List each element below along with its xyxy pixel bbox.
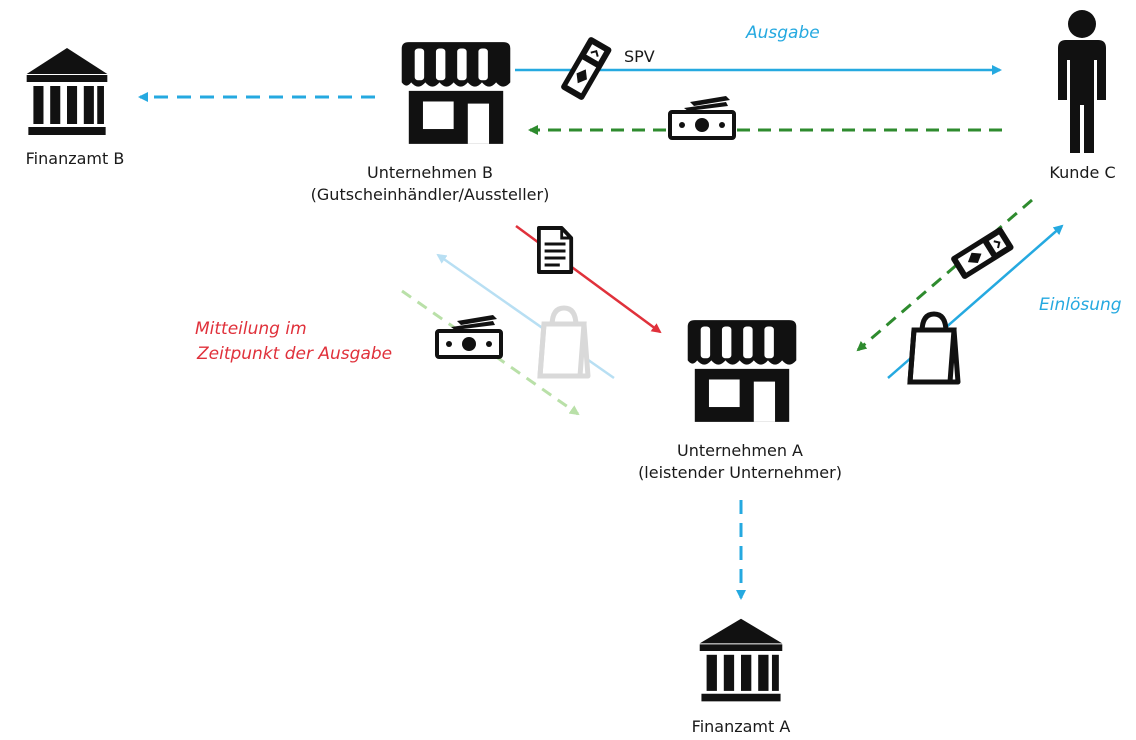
voucher-icon xyxy=(559,35,614,102)
bank-icon xyxy=(699,618,783,702)
shop-icon xyxy=(401,42,511,144)
label-mitteilung-line1: Mitteilung im xyxy=(195,319,307,339)
label-finanzamt-a: Finanzamt A xyxy=(691,717,791,736)
label-unternehmen-a: Unternehmen A xyxy=(677,441,803,460)
shop-icon xyxy=(687,320,797,422)
label-unternehmen-b: Unternehmen B xyxy=(366,163,494,182)
label-mitteilung-line2: Zeitpunkt der Ausgabe xyxy=(197,344,393,364)
bank-icon xyxy=(26,48,108,135)
arrow-faded-green xyxy=(401,289,580,416)
cash-icon xyxy=(435,313,503,359)
label-unternehmen-b-role: (Gutscheinhändler/Aussteller) xyxy=(310,185,550,204)
cash-icon xyxy=(668,94,736,140)
label-finanzamt-b: Finanzamt B xyxy=(25,149,125,168)
person-icon xyxy=(1058,10,1106,153)
label-spv: SPV xyxy=(624,47,655,66)
shopping-bag-icon xyxy=(540,308,588,376)
label-ausgabe: Ausgabe xyxy=(746,23,820,43)
arrow-payment-c-to-a xyxy=(856,198,1033,352)
label-einloesung: Einlösung xyxy=(1039,295,1122,315)
label-unternehmen-a-role: (leistender Unternehmer) xyxy=(638,463,842,482)
label-kunde-c: Kunde C xyxy=(1049,163,1116,182)
voucher-icon xyxy=(949,225,1016,282)
document-icon xyxy=(536,226,574,274)
